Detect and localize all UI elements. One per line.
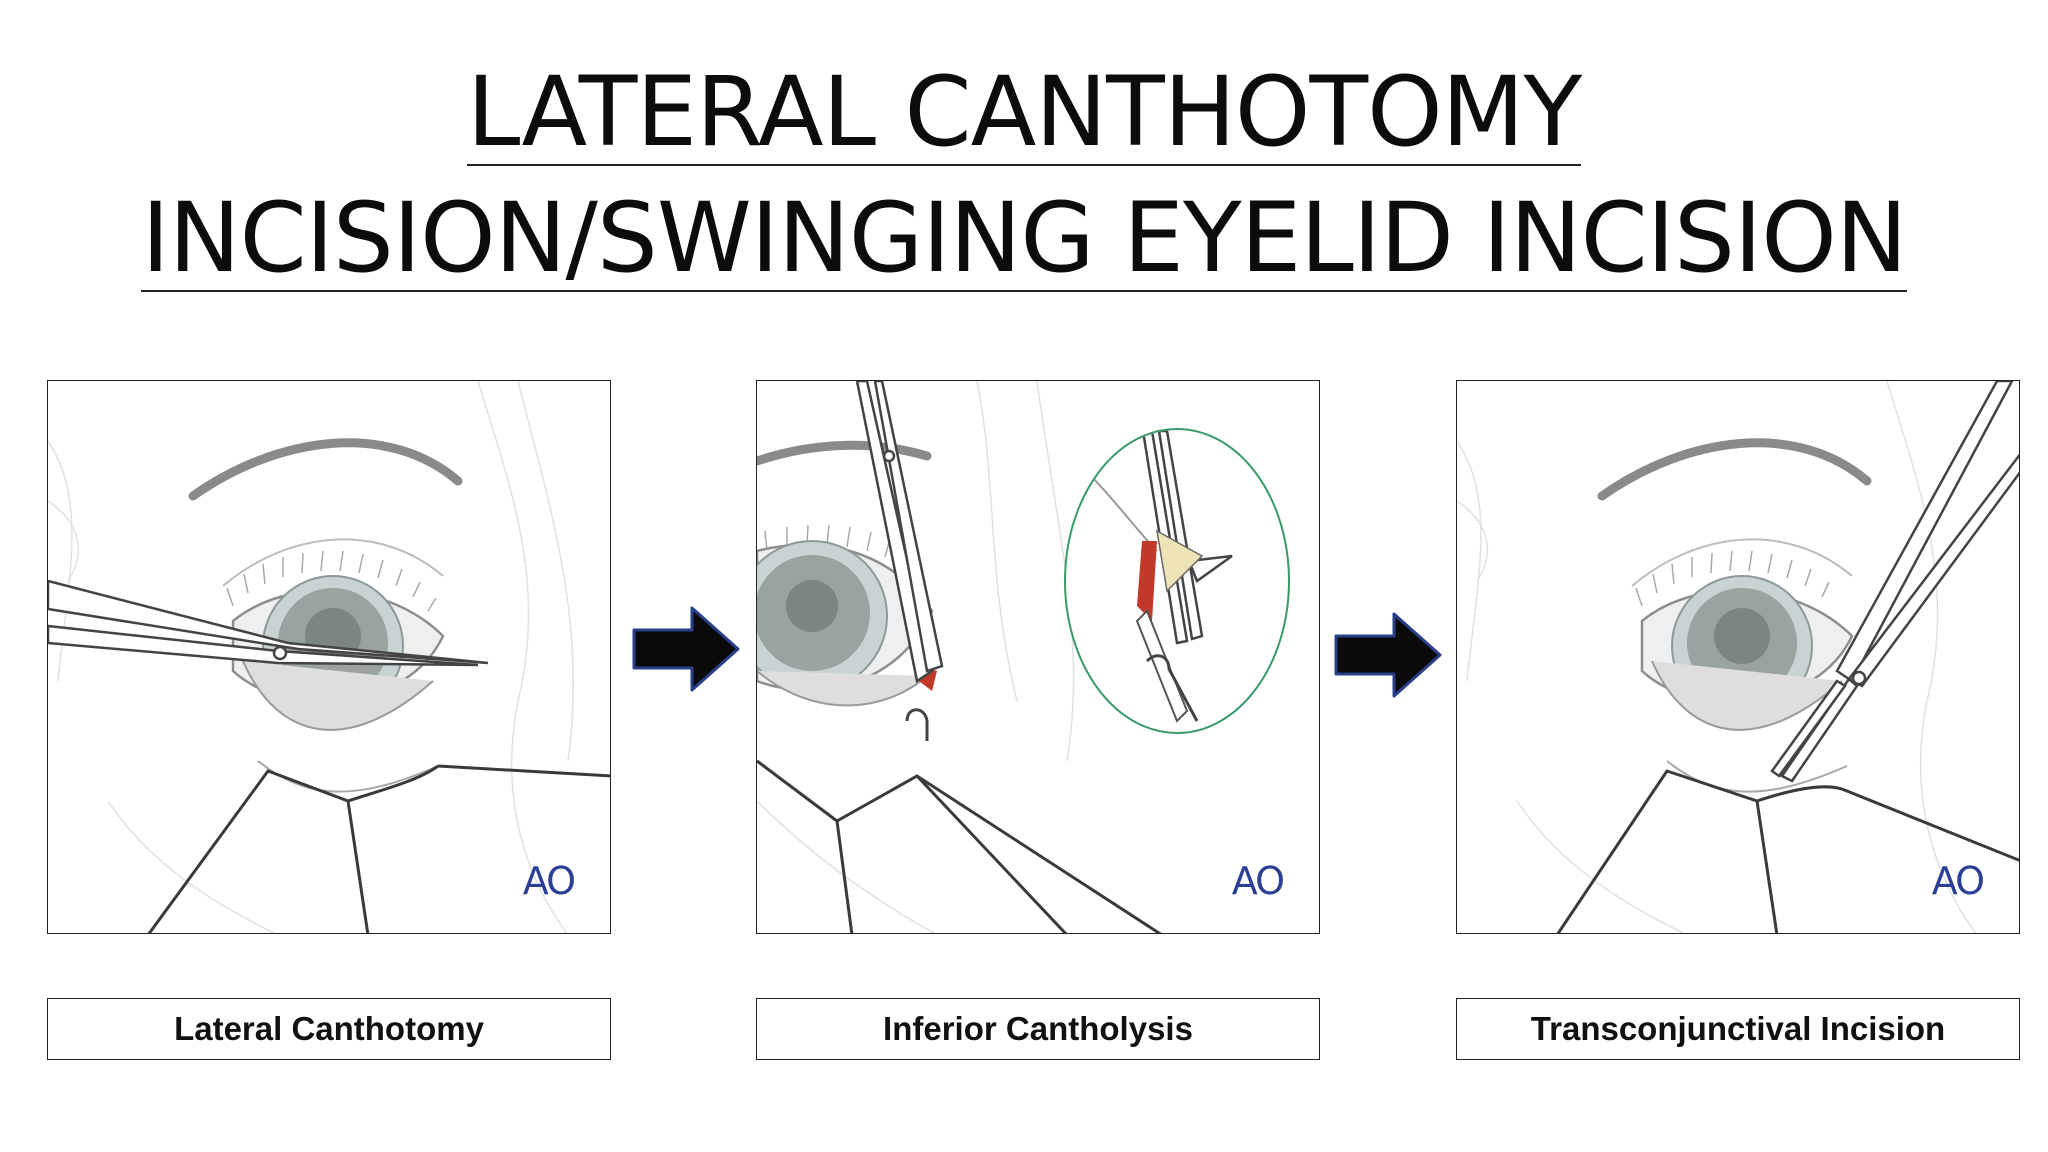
- eye-illustration-1: [48, 381, 610, 933]
- caption-lateral-canthotomy: Lateral Canthotomy: [47, 998, 611, 1060]
- illustration-inferior-cantholysis: AO: [756, 380, 1320, 934]
- eye-illustration-2: [757, 381, 1290, 933]
- title-text-1: LATERAL CANTHOTOMY: [466, 56, 1582, 168]
- page-title-line-2: INCISION/SWINGING EYELID INCISION: [0, 190, 2048, 292]
- eyebrow: [188, 438, 463, 501]
- illustration-lateral-canthotomy: AO: [47, 380, 611, 934]
- caption-text: Inferior Cantholysis: [883, 1010, 1193, 1047]
- right-arrow-icon: [632, 606, 740, 692]
- title-text-2: INCISION/SWINGING EYELID INCISION: [141, 182, 1908, 294]
- right-arrow-icon: [1334, 612, 1442, 698]
- caption-inferior-cantholysis: Inferior Cantholysis: [756, 998, 1320, 1060]
- eye-illustration-3: [1457, 381, 2019, 933]
- caption-text: Transconjunctival Incision: [1530, 1010, 1946, 1047]
- ao-logo: AO: [1231, 859, 1285, 903]
- illustration-transconjunctival-incision: AO: [1456, 380, 2020, 934]
- page-title-line-1: LATERAL CANTHOTOMY: [0, 64, 2048, 166]
- ao-logo: AO: [1931, 859, 1985, 903]
- caption-text: Lateral Canthotomy: [174, 1010, 484, 1047]
- ao-logo: AO: [522, 859, 576, 903]
- caption-transconjunctival-incision: Transconjunctival Incision: [1456, 998, 2020, 1060]
